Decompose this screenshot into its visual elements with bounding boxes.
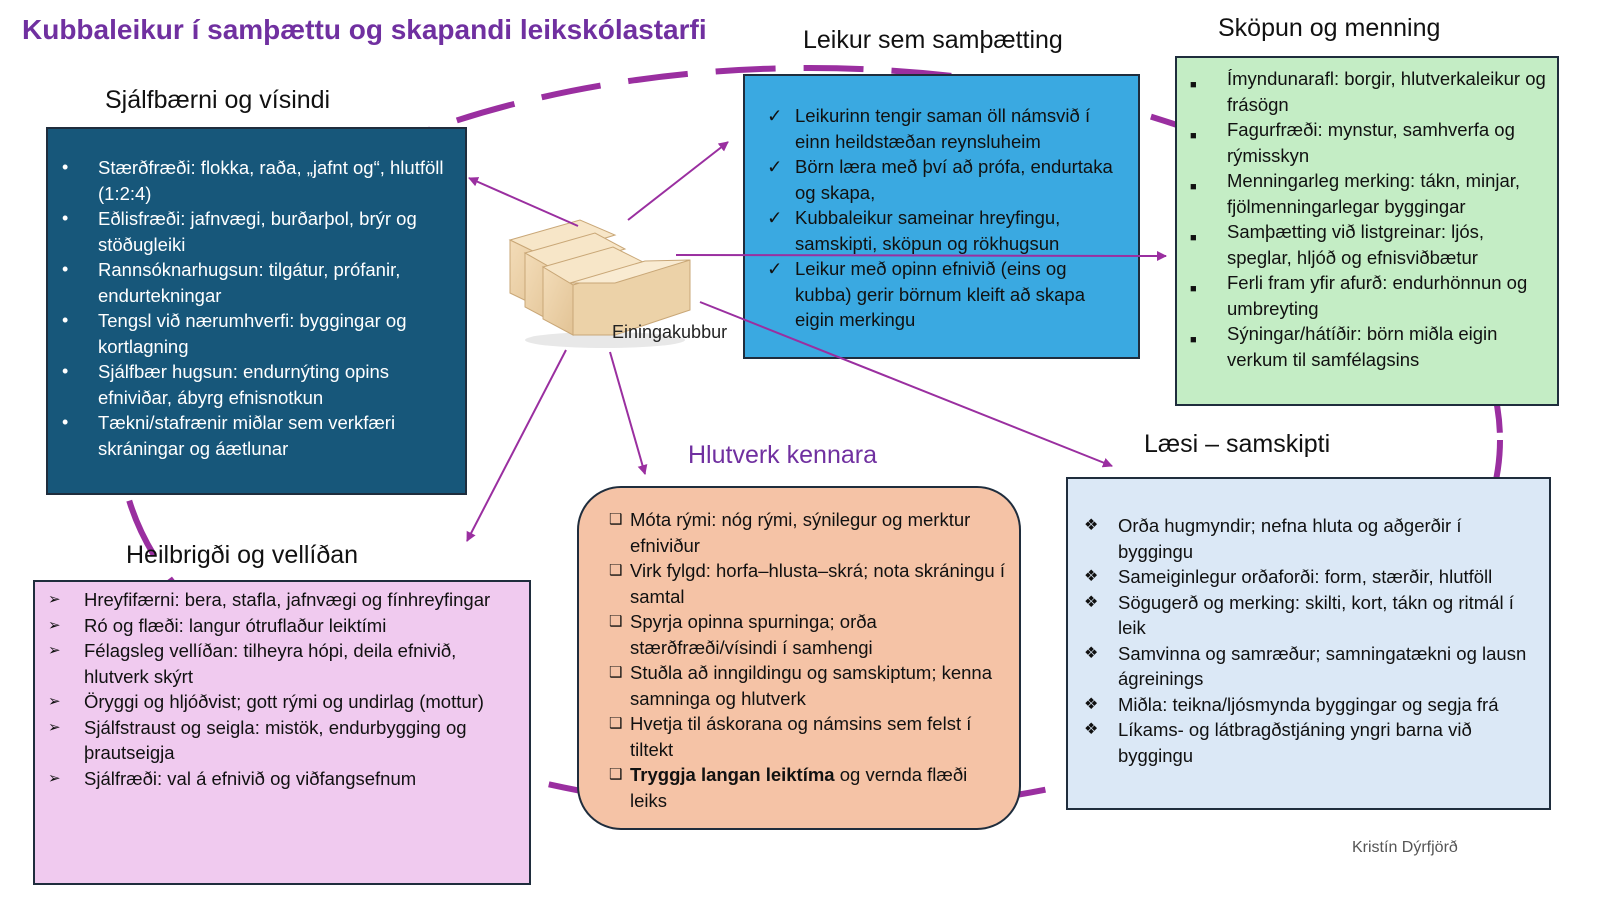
square-bullet-icon: ■ — [1190, 334, 1197, 346]
list-item: ➢Félagsleg vellíðan: tilheyra hópi, deil… — [48, 640, 457, 687]
list-item: ➢Hreyfifærni: bera, stafla, jafnvægi og … — [48, 587, 519, 613]
square-bullet-icon: ■ — [1190, 79, 1197, 91]
list-item: ✓Börn læra með því að prófa, endurtaka o… — [767, 156, 1113, 203]
list-item: •Eðlisfræði: jafnvægi, burðarþol, brýr o… — [62, 208, 417, 255]
diamond-bullet-icon: ❖ — [1084, 593, 1099, 611]
bullet-icon: • — [62, 208, 69, 228]
arrow-bullet-icon: ➢ — [48, 591, 61, 608]
list-item: ❑Móta rými: nóg rými, sýnilegur og merkt… — [609, 509, 971, 556]
heading-play: Leikur sem samþætting — [803, 26, 1063, 54]
check-icon: ✓ — [767, 207, 783, 228]
checkbox-bullet-icon: ❑ — [609, 613, 623, 630]
list-item: ❖Sögugerð og merking: skilti, kort, tákn… — [1084, 591, 1514, 639]
check-icon: ✓ — [767, 258, 783, 279]
square-bullet-icon: ■ — [1190, 283, 1197, 295]
list-item: •Stærðfræði: flokka, raða, „jafnt og“, h… — [62, 157, 444, 204]
diamond-bullet-icon: ❖ — [1084, 644, 1099, 662]
heading-science: Sjálfbærni og vísindi — [105, 86, 331, 114]
bullet-icon: • — [62, 157, 69, 177]
check-icon: ✓ — [767, 105, 783, 126]
arrow-bullet-icon: ➢ — [48, 718, 61, 736]
diamond-bullet-icon: ❖ — [1084, 517, 1099, 534]
arrow-bullet-icon: ➢ — [48, 616, 61, 634]
science-box: •Stærðfræði: flokka, raða, „jafnt og“, h… — [46, 127, 467, 495]
list-item: ■Menningarleg merking: tákn, minjar, fjö… — [1190, 170, 1521, 217]
list-item: ✓Leikurinn tengir saman öll námsvið í ei… — [767, 105, 1091, 152]
diamond-bullet-icon: ❖ — [1084, 695, 1099, 713]
literacy-box: ❖Orða hugmyndir; nefna hluta og aðgerðir… — [1066, 477, 1551, 810]
list-item: ❖Samvinna og samræður; samningatækni og … — [1084, 642, 1527, 690]
list-item: ❑Hvetja til áskorana og námsins sem fels… — [609, 713, 972, 760]
author-credit: Kristín Dýrfjörð — [1352, 839, 1458, 856]
culture-box: ■Ímyndunarafl: borgir, hlutverkaleikur o… — [1175, 56, 1559, 406]
arrow-to-literacy — [699, 301, 1113, 468]
list-item: •Sjálfbær hugsun: endurnýting opins efni… — [62, 361, 390, 408]
bullet-icon: • — [62, 412, 69, 432]
checkbox-bullet-icon: ❑ — [609, 511, 623, 528]
list-item: ❑Spyrja opinna spurninga; orða stærðfræð… — [609, 611, 877, 658]
arrow-bullet-icon: ➢ — [48, 642, 61, 659]
heading-health: Heilbrigði og vellíðan — [126, 541, 359, 569]
list-item: ❑Stuðla að inngildingu og samskiptum; ke… — [609, 662, 993, 709]
list-item: ■Fagurfræði: mynstur, samhverfa og rýmis… — [1190, 119, 1515, 166]
list-item: ■Ímyndunarafl: borgir, hlutverkaleikur o… — [1190, 68, 1546, 115]
list-item: ❖Líkams- og látbragðstjáning yngri barna… — [1084, 719, 1472, 766]
list-item: ➢Sjálfræði: val á efnivið og viðfangsefn… — [48, 766, 519, 792]
list-item: ➢Sjálfstraust og seigla: mistök, endurby… — [48, 716, 467, 764]
list-item: •Tækni/stafrænir miðlar sem verkfæri skr… — [62, 412, 396, 459]
square-bullet-icon: ■ — [1190, 130, 1197, 142]
bullet-icon: • — [62, 310, 69, 330]
list-item: •Rannsóknarhugsun: tilgátur, prófanir, e… — [62, 259, 401, 306]
list-item: ■Sýningar/hátíðir: börn miðla eigin verk… — [1190, 323, 1498, 370]
list-item: ■Samþætting við listgreinar: ljós, spegl… — [1190, 221, 1485, 268]
list-item: ❑Tryggja langan leiktíma og vernda flæði… — [609, 764, 968, 811]
list-item: ✓Leikur með opinn efnivið (eins og kubba… — [767, 258, 1085, 330]
list-item: ❖Orða hugmyndir; nefna hluta og aðgerðir… — [1084, 515, 1462, 562]
arrow-to-culture — [675, 250, 1167, 261]
arrow-to-play — [627, 141, 729, 221]
list-item: ❑Virk fylgd: horfa–hlusta–skrá; nota skr… — [609, 560, 1006, 607]
arrow-bullet-icon: ➢ — [48, 769, 61, 787]
list-item: ❖Miðla: teikna/ljósmynda byggingar og se… — [1084, 692, 1539, 718]
center-label: Einingakubbur — [612, 322, 728, 342]
list-item: ✓Kubbaleikur sameinar hreyfingu, samskip… — [767, 207, 1061, 254]
heading-literacy: Læsi – samskipti — [1144, 430, 1331, 458]
bullet-icon: • — [62, 259, 69, 279]
list-item: ➢Öryggi og hljóðvist; gott rými og undir… — [48, 689, 519, 715]
list-item: •Tengsl við nærumhverfi: byggingar og ko… — [62, 310, 407, 357]
checkbox-bullet-icon: ❑ — [609, 562, 623, 579]
teacher-box: ❑Móta rými: nóg rými, sýnilegur og merkt… — [577, 486, 1021, 830]
arrow-to-teacher — [609, 351, 648, 475]
checkbox-bullet-icon: ❑ — [609, 715, 623, 732]
list-item: ❖Sameiginlegur orðaforði: form, stærðir,… — [1084, 564, 1539, 590]
arrow-to-science — [468, 177, 579, 227]
diamond-bullet-icon: ❖ — [1084, 568, 1099, 585]
diamond-bullet-icon: ❖ — [1084, 721, 1099, 738]
heading-culture: Sköpun og menning — [1218, 14, 1441, 42]
arrow-to-health — [466, 349, 567, 542]
play-box: ✓Leikurinn tengir saman öll námsvið í ei… — [743, 74, 1140, 359]
heading-teacher: Hlutverk kennara — [688, 441, 877, 469]
square-bullet-icon: ■ — [1190, 232, 1197, 244]
square-bullet-icon: ■ — [1190, 181, 1197, 193]
unit-blocks-image — [508, 219, 691, 348]
list-item: ■Ferli fram yfir afurð: endurhönnun og u… — [1190, 272, 1528, 319]
checkbox-bullet-icon: ❑ — [609, 664, 623, 681]
check-icon: ✓ — [767, 156, 783, 177]
arrow-bullet-icon: ➢ — [48, 693, 61, 710]
list-item: ➢Ró og flæði: langur ótruflaður leiktími — [48, 613, 519, 639]
health-box: ➢Hreyfifærni: bera, stafla, jafnvægi og … — [33, 580, 531, 885]
bullet-icon: • — [62, 361, 69, 381]
page-title: Kubbaleikur í samþættu og skapandi leiks… — [22, 14, 707, 45]
checkbox-bullet-icon: ❑ — [609, 766, 623, 783]
